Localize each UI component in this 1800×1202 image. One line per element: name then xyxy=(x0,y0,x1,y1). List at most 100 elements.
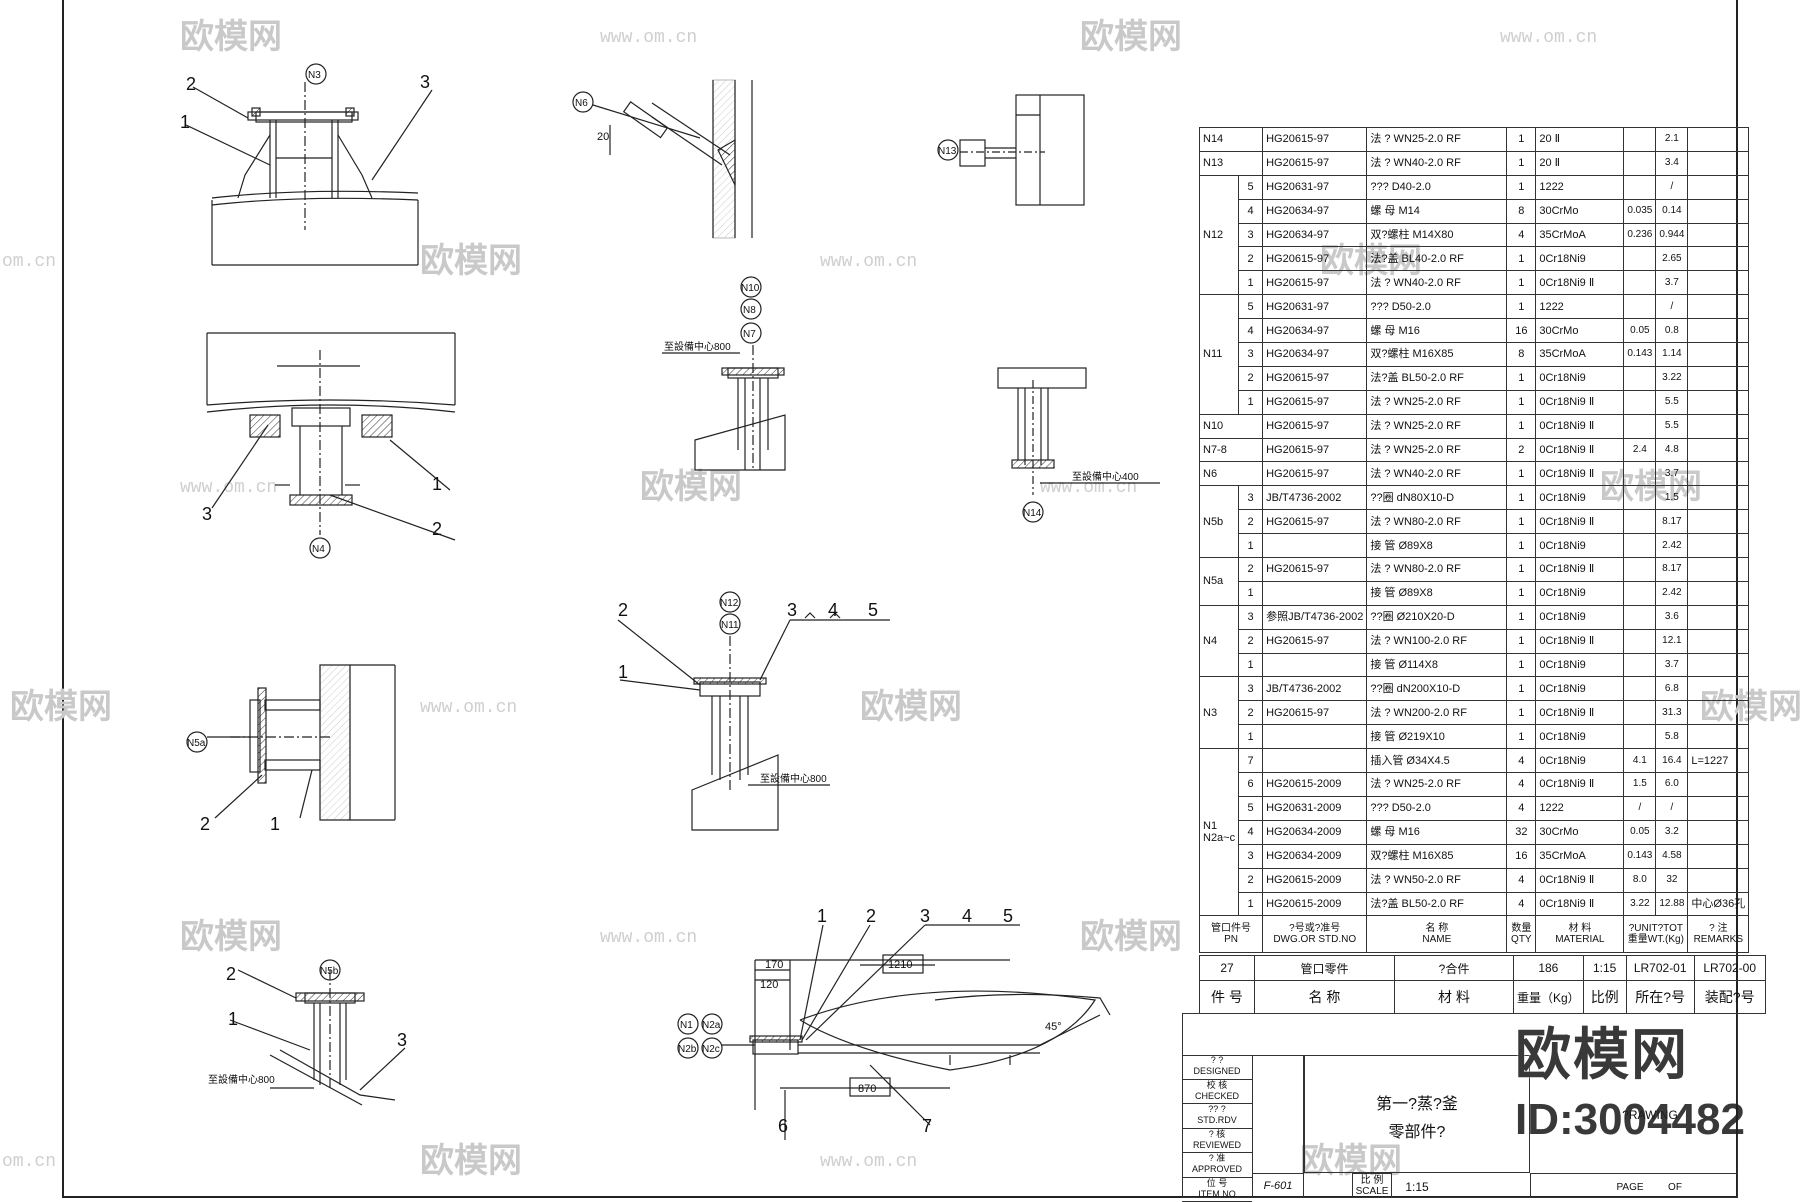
detail-n10-n8-n7 xyxy=(662,277,785,470)
cell-w2: 1.14 xyxy=(1656,343,1688,367)
cell-w1 xyxy=(1624,510,1656,534)
cell-w2: 3.4 xyxy=(1656,151,1688,175)
n13-tag: N13 xyxy=(938,146,957,157)
cell-w2: 12.88 xyxy=(1656,892,1688,916)
cell-w1 xyxy=(1624,605,1656,629)
n1-leader-5: 5 xyxy=(1003,906,1013,926)
cell-name: 插入管 Ø34X4.5 xyxy=(1367,749,1507,773)
n1-tag: N1 xyxy=(680,1020,693,1031)
cell-std: HG20631-2009 xyxy=(1263,796,1367,820)
brand-logo: 欧模网 xyxy=(1515,1010,1689,1091)
n2b-tag: N2b xyxy=(678,1044,697,1055)
cell-w1: 4.1 xyxy=(1624,749,1656,773)
cell-idx: 4 xyxy=(1239,820,1263,844)
cell-qty: 1 xyxy=(1507,581,1536,605)
cell-w2: 6.8 xyxy=(1656,677,1688,701)
cell-qty: 1 xyxy=(1507,677,1536,701)
cell-qty: 16 xyxy=(1507,844,1536,868)
cell-rem: 中心Ø36孔 xyxy=(1688,892,1749,916)
cell-mat: 0Cr18Ni9 Ⅱ xyxy=(1536,271,1624,295)
n10-tag: N10 xyxy=(741,283,760,294)
watermark-brand: 欧模网 xyxy=(180,18,282,56)
cell-qty: 1 xyxy=(1507,295,1536,319)
cell-w1: 0.143 xyxy=(1624,844,1656,868)
cell-w2: / xyxy=(1656,796,1688,820)
cell-w1: 0.035 xyxy=(1624,199,1656,223)
cell-idx: 6 xyxy=(1239,773,1263,797)
header-qty: 数量 QTY xyxy=(1507,916,1536,953)
watermark-brand: 欧模网 xyxy=(860,688,962,726)
cell-std xyxy=(1263,534,1367,558)
cell-qty: 1 xyxy=(1507,725,1536,749)
header-rem: ? 注 REMARKS xyxy=(1688,916,1749,953)
nozzle-cell: N13 xyxy=(1200,151,1263,175)
cell-w1 xyxy=(1624,414,1656,438)
cell-name: ??? D50-2.0 xyxy=(1367,796,1507,820)
n11-tag: N11 xyxy=(721,620,739,631)
cell-idx: 1 xyxy=(1239,581,1263,605)
title-role: ? 准 APPROVED xyxy=(1182,1153,1252,1178)
n1-leader-2: 2 xyxy=(866,906,876,926)
cell-name: 接 管 Ø219X10 xyxy=(1367,725,1507,749)
cell-w2: 0.944 xyxy=(1656,223,1688,247)
cell-std: HG20615-97 xyxy=(1263,629,1367,653)
cell-idx: 2 xyxy=(1239,701,1263,725)
cell-qty: 1 xyxy=(1507,151,1536,175)
asm-material: ?合件 xyxy=(1395,956,1514,981)
cell-mat: 0Cr18Ni9 Ⅱ xyxy=(1536,558,1624,582)
cell-idx: 5 xyxy=(1239,796,1263,820)
cell-rem xyxy=(1688,605,1749,629)
cell-qty: 1 xyxy=(1507,605,1536,629)
watermark-brand: 欧模网 xyxy=(640,468,742,506)
cell-qty: 1 xyxy=(1507,175,1536,199)
n5b-leader-1: 1 xyxy=(228,1009,238,1029)
cell-w1 xyxy=(1624,366,1656,390)
cell-mat: 20 Ⅱ xyxy=(1536,151,1624,175)
cell-rem xyxy=(1688,247,1749,271)
cell-qty: 1 xyxy=(1507,366,1536,390)
cell-rem xyxy=(1688,343,1749,367)
nozzle-cell: N1 N2a~c xyxy=(1200,749,1239,916)
cell-w2: 31.3 xyxy=(1656,701,1688,725)
asm-h-weight: 重量（Kg） xyxy=(1514,981,1584,1014)
cell-std: HG20634-2009 xyxy=(1263,820,1367,844)
nozzle-cell: N7-8 xyxy=(1200,438,1263,462)
n7-tag: N7 xyxy=(743,329,756,340)
cell-idx: 1 xyxy=(1239,653,1263,677)
nozzle-cell: N5b xyxy=(1200,486,1239,558)
nozzle-cell: N3 xyxy=(1200,677,1239,749)
cell-qty: 1 xyxy=(1507,510,1536,534)
cell-qty: 4 xyxy=(1507,773,1536,797)
cell-idx: 2 xyxy=(1239,247,1263,271)
cell-std: HG20634-2009 xyxy=(1263,844,1367,868)
cell-w1 xyxy=(1624,151,1656,175)
cell-rem xyxy=(1688,629,1749,653)
n1-dim-angle: 45° xyxy=(1045,1021,1062,1033)
cell-std: HG20615-2009 xyxy=(1263,773,1367,797)
cell-rem xyxy=(1688,414,1749,438)
cell-name: 螺 母 M14 xyxy=(1367,199,1507,223)
cell-qty: 4 xyxy=(1507,749,1536,773)
cell-w1 xyxy=(1624,653,1656,677)
title-line1: 第一?蒸?釜 xyxy=(1304,1090,1530,1114)
cell-qty: 1 xyxy=(1507,486,1536,510)
cell-mat: 0Cr18Ni9 xyxy=(1536,725,1624,749)
cell-mat: 20 Ⅱ xyxy=(1536,128,1624,152)
cell-qty: 1 xyxy=(1507,271,1536,295)
cell-name: 法 ? WN100-2.0 RF xyxy=(1367,629,1507,653)
cell-name: 法 ? WN80-2.0 RF xyxy=(1367,558,1507,582)
scale-value: 1:15 xyxy=(1392,1180,1442,1194)
n12-tag: N12 xyxy=(720,598,739,609)
detail-n3 xyxy=(186,64,432,265)
cell-idx: 3 xyxy=(1239,486,1263,510)
cell-w2: 2.65 xyxy=(1656,247,1688,271)
title-line2: 零部件? xyxy=(1304,1118,1530,1142)
